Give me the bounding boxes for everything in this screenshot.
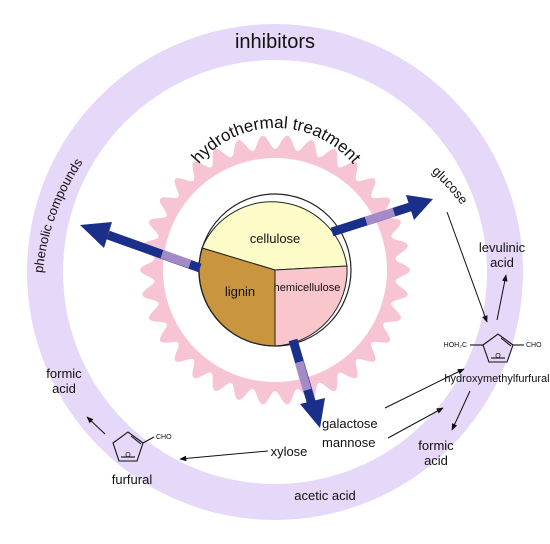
furfural-structure-icon: [112, 431, 155, 462]
mannose-to-hmf-arrow: [387, 407, 444, 439]
cellulose-slice: [201, 201, 348, 271]
release-arrows: [80, 195, 433, 428]
hmf-to-levulinic-arrow: [496, 274, 508, 321]
furfural-oxygen: O: [125, 452, 131, 459]
furfural-cho-group: CHO: [156, 434, 172, 441]
xylose-label: xylose: [271, 444, 308, 459]
galactose-label: galactose: [322, 416, 378, 431]
lignin-label: lignin: [225, 284, 255, 299]
galactose-to-hmf-arrow: [384, 368, 465, 409]
hmf-structure-icon: [470, 333, 524, 363]
cellulose-label: cellulose: [250, 231, 301, 246]
hemicellulose-arrow: [288, 338, 325, 428]
hmf-right-group: CHO: [526, 342, 542, 349]
acetic-acid-label: acetic acid: [294, 488, 355, 503]
hmf-left-group: HOH₂C: [444, 342, 467, 349]
reaction-arrows: [86, 211, 508, 462]
furfural-to-formic-arrow: [86, 416, 106, 435]
inhibitors-label: inhibitors: [235, 31, 315, 53]
mannose-label: mannose: [322, 435, 375, 450]
furfural-label: furfural: [112, 472, 153, 487]
hmf-to-formic-arrow: [451, 390, 471, 431]
glucose-to-hmf-arrow: [446, 211, 488, 323]
xylose-to-furfural-arrow: [179, 450, 269, 462]
hmf-label: hydroxymethylfurfural: [444, 373, 549, 385]
lignin-arrow: [80, 222, 202, 273]
hemicellulose-label: hemicellulose: [274, 282, 341, 294]
biomass-pie: [198, 193, 352, 347]
hmf-oxygen: O: [495, 353, 501, 360]
hemicellulose-slice: [274, 265, 348, 347]
cellulose-arrow: [330, 195, 433, 237]
